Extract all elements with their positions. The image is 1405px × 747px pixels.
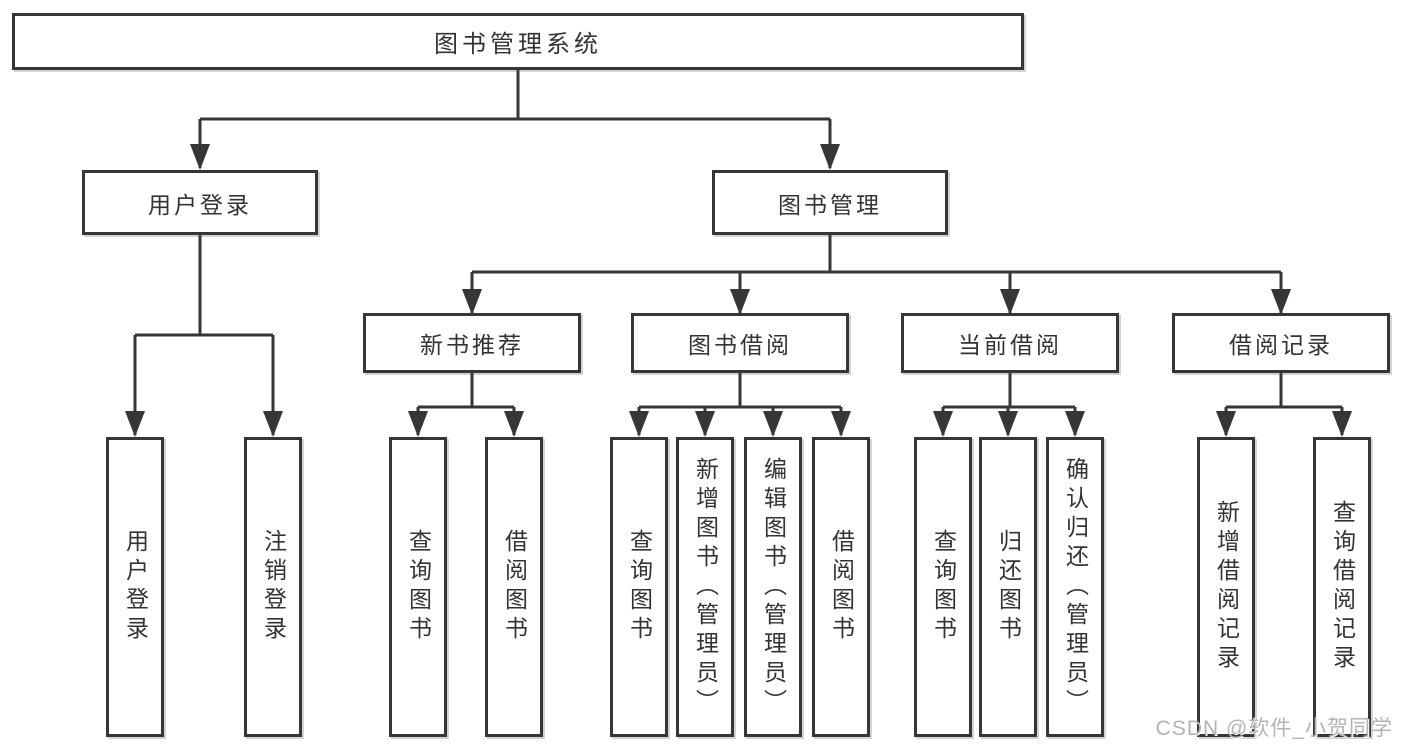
leaf-current-query-books-label: 查询图书 xyxy=(930,529,957,645)
leaf-borrowing-edit-books-admin-label: 编辑图书（管理员） xyxy=(760,456,787,718)
leaf-current-query-books: 查询图书 xyxy=(914,437,972,737)
node-book-borrowing: 图书借阅 xyxy=(631,313,849,373)
leaf-borrowing-edit-books-admin: 编辑图书（管理员） xyxy=(744,437,802,737)
leaf-user-login: 用户登录 xyxy=(106,437,164,737)
leaf-borrowing-borrow-books: 借阅图书 xyxy=(812,437,870,737)
leaf-current-confirm-return-admin-label: 确认归还（管理员） xyxy=(1062,456,1089,718)
leaf-current-return-books-label: 归还图书 xyxy=(995,529,1022,645)
node-new-book-recommend: 新书推荐 xyxy=(363,313,581,373)
node-current-borrowing: 当前借阅 xyxy=(901,313,1119,373)
leaf-borrowing-add-books-admin: 新增图书（管理员） xyxy=(676,437,734,737)
node-library-management-system: 图书管理系统 xyxy=(12,13,1024,70)
leaf-newbook-borrow-books: 借阅图书 xyxy=(485,437,543,737)
node-book-management: 图书管理 xyxy=(712,170,948,235)
leaf-user-login-label: 用户登录 xyxy=(122,529,149,645)
watermark: CSDN @软件_小贺同学 xyxy=(1155,717,1393,740)
node-borrow-records: 借阅记录 xyxy=(1172,313,1390,373)
leaf-borrowing-add-books-admin-label: 新增图书（管理员） xyxy=(692,456,719,718)
leaf-newbook-query-books-label: 查询图书 xyxy=(405,529,432,645)
leaf-records-query-record-label: 查询借阅记录 xyxy=(1329,500,1356,674)
leaf-newbook-borrow-books-label: 借阅图书 xyxy=(501,529,528,645)
leaf-borrowing-borrow-books-label: 借阅图书 xyxy=(828,529,855,645)
tree-connector-path xyxy=(133,69,1344,435)
leaf-current-return-books: 归还图书 xyxy=(979,437,1037,737)
leaf-logout: 注销登录 xyxy=(244,437,302,737)
leaf-newbook-query-books: 查询图书 xyxy=(389,437,447,737)
leaf-records-query-record: 查询借阅记录 xyxy=(1313,437,1371,737)
node-user-login: 用户登录 xyxy=(82,170,318,235)
leaf-records-add-record-label: 新增借阅记录 xyxy=(1213,500,1240,674)
leaf-borrowing-query-books-label: 查询图书 xyxy=(626,529,653,645)
leaf-current-confirm-return-admin: 确认归还（管理员） xyxy=(1046,437,1104,737)
leaf-logout-label: 注销登录 xyxy=(260,529,287,645)
leaf-borrowing-query-books: 查询图书 xyxy=(610,437,668,737)
leaf-records-add-record: 新增借阅记录 xyxy=(1197,437,1255,737)
connector-arrowheads xyxy=(125,144,1352,437)
